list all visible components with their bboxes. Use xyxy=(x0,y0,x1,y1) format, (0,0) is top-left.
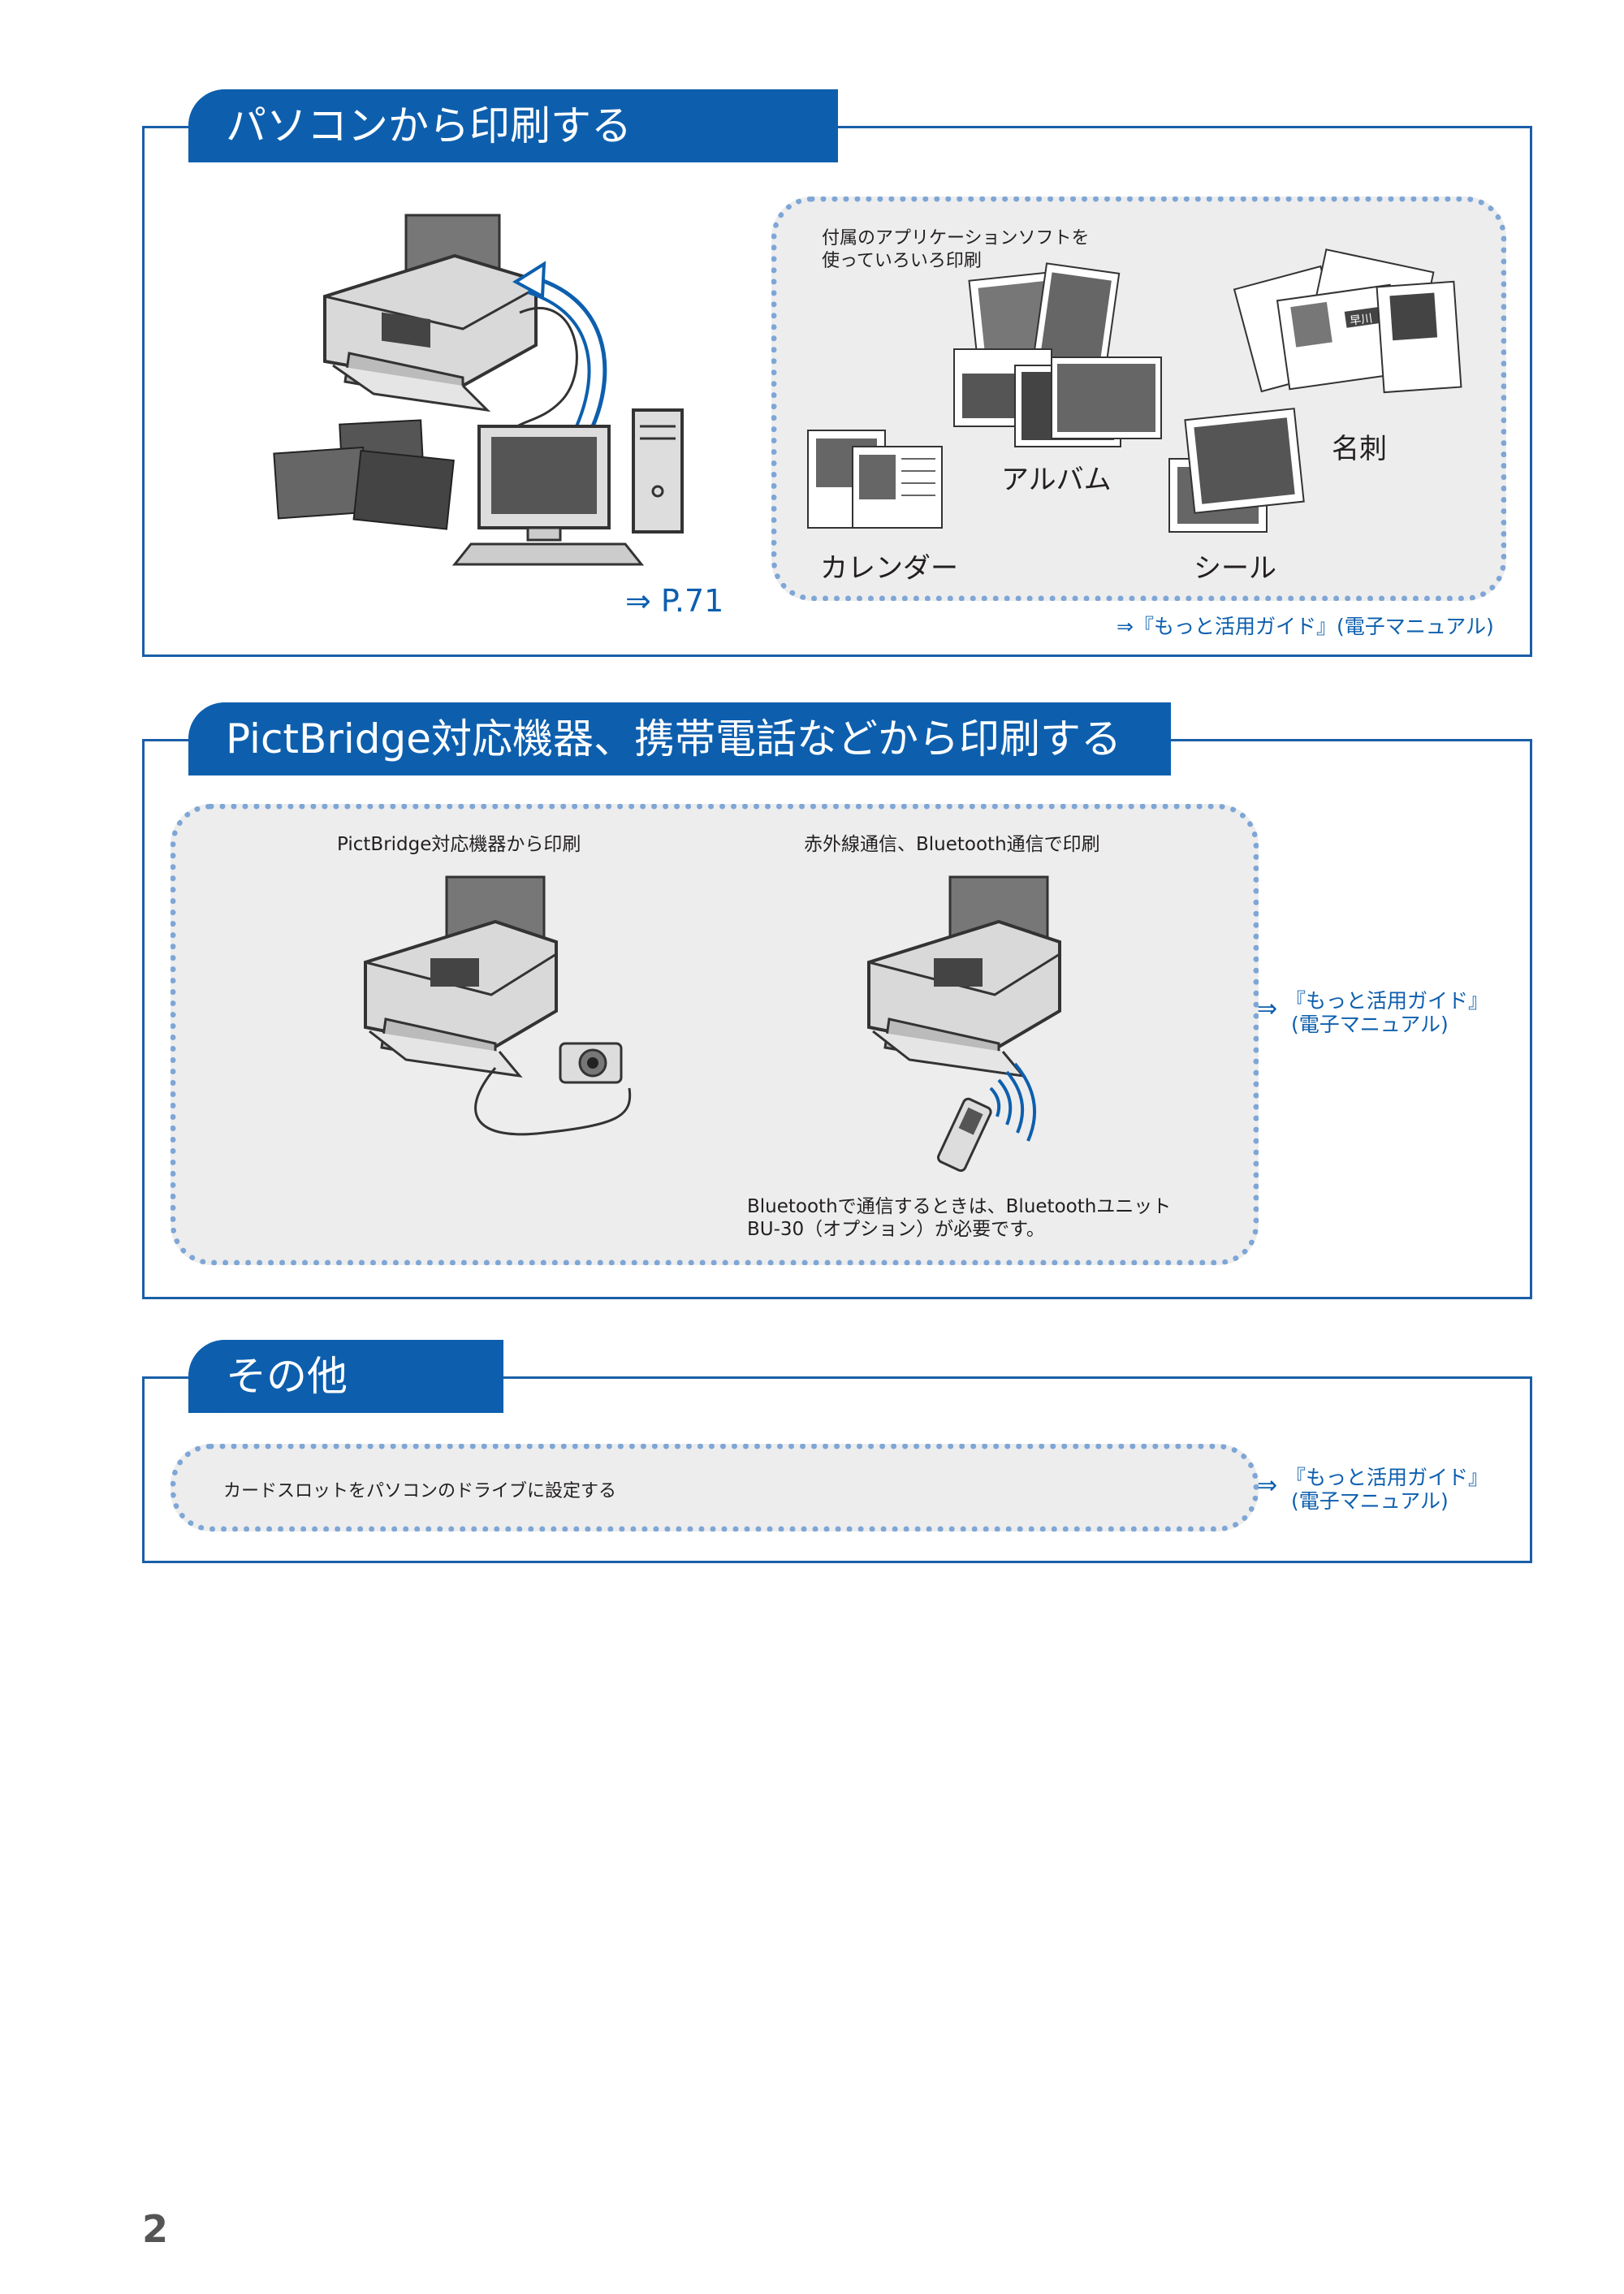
bluetooth-note-1: Bluetoothで通信するときは、Bluetoothユニット xyxy=(747,1196,1172,1217)
pictbridge-guide-line1[interactable]: 『もっと活用ガイド』 xyxy=(1285,989,1489,1013)
pictbridge-guide-arrow: ⇒ xyxy=(1257,995,1278,1023)
printer-pc-illustration xyxy=(273,214,684,566)
other-guide-line2[interactable]: (電子マニュアル) xyxy=(1291,1489,1449,1513)
application-samples-illustration: 早川 xyxy=(807,248,1462,533)
pc-apps-caption-1: 付属のアプリケーションソフトを xyxy=(822,228,1090,248)
section-pc-title: パソコンから印刷する xyxy=(188,89,838,162)
pc-guide-ref[interactable]: ⇒『もっと活用ガイド』(電子マニュアル) xyxy=(1116,615,1494,638)
other-guide-arrow: ⇒ xyxy=(1257,1471,1278,1500)
label-seal: シール xyxy=(1194,552,1276,585)
pc-page-ref[interactable]: ⇒ P.71 xyxy=(625,583,724,619)
pictbridge-guide-line2[interactable]: (電子マニュアル) xyxy=(1291,1013,1449,1036)
other-panel xyxy=(171,1444,1259,1531)
section-pc-title-text: パソコンから印刷する xyxy=(226,102,632,149)
section-pictbridge-title-text: PictBridge対応機器、携帯電話などから印刷する xyxy=(226,715,1122,763)
printer-camera-illustration xyxy=(364,875,632,1136)
page-number: 2 xyxy=(142,2207,169,2251)
label-album: アルバム xyxy=(1001,464,1112,496)
printer-phone-illustration xyxy=(867,875,1061,1173)
pc-apps-caption-2: 使っていろいろ印刷 xyxy=(822,251,982,271)
label-meishi: 名刺 xyxy=(1332,433,1387,465)
bluetooth-note-2: BU-30（オプション）が必要です。 xyxy=(747,1219,1045,1240)
pictbridge-right-caption: 赤外線通信、Bluetooth通信で印刷 xyxy=(804,834,1100,855)
section-other-title: その他 xyxy=(188,1340,503,1413)
label-calendar: カレンダー xyxy=(820,552,958,585)
card-name-text: 早川 xyxy=(1349,312,1373,328)
pictbridge-panel xyxy=(171,804,1259,1265)
section-pictbridge-title: PictBridge対応機器、携帯電話などから印刷する xyxy=(188,702,1171,775)
pictbridge-left-caption: PictBridge対応機器から印刷 xyxy=(337,834,581,855)
other-guide-line1[interactable]: 『もっと活用ガイド』 xyxy=(1285,1466,1489,1489)
other-item: カードスロットをパソコンのドライブに設定する xyxy=(223,1481,617,1501)
section-other-title-text: その他 xyxy=(226,1353,348,1400)
